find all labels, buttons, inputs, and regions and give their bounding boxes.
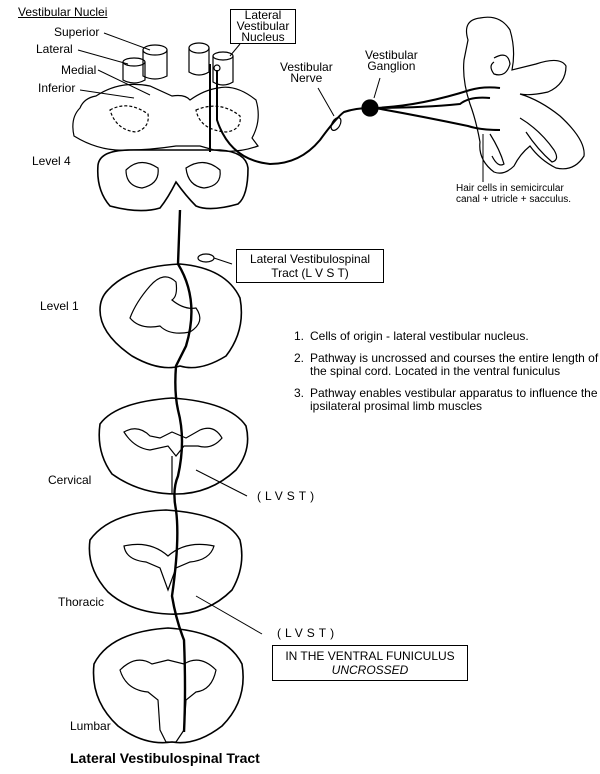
nucleus-label-inferior: Inferior	[38, 81, 76, 95]
label-line: canal + utricle + sacculus.	[456, 194, 572, 205]
label-line: Vestibular	[365, 48, 418, 62]
box-line: Tract (L V S T)	[271, 266, 349, 280]
notes-list: 1. Cells of origin - lateral vestibular …	[294, 330, 600, 422]
box-line-uncrossed: UNCROSSED	[331, 663, 409, 677]
lvst-label-thoracic: (LVST)	[277, 626, 339, 640]
lvst-ring	[197, 253, 215, 263]
level-label-thoracic: Thoracic	[58, 595, 105, 609]
hair-cells-label: Hair cells in semicircular canal + utric…	[456, 183, 571, 205]
note-item: 1. Cells of origin - lateral vestibular …	[294, 330, 600, 343]
nucleus-label-lateral: Lateral	[36, 42, 73, 56]
nucleus-label-superior: Superior	[54, 25, 100, 39]
nerve-leader	[317, 87, 335, 117]
vestibular-ganglion-label: Vestibular Ganglion	[365, 48, 418, 73]
label-line: Vestibular	[280, 60, 333, 74]
note-number: 2.	[294, 351, 305, 365]
lvst-box-leader	[213, 257, 233, 265]
label-line: Ganglion	[367, 59, 416, 73]
inner-ear-labyrinth	[463, 16, 585, 174]
nucleus-label-medial: Medial	[61, 63, 97, 77]
note-number: 1.	[294, 329, 305, 343]
note-text: Pathway enables vestibular apparatus to …	[310, 386, 598, 413]
nuclei-cylinders-right	[188, 42, 234, 86]
box-line: Nucleus	[241, 30, 285, 44]
box-line: Lateral	[244, 8, 282, 22]
level-label-cervical: Cervical	[48, 473, 92, 487]
level-label-level1: Level 1	[40, 299, 79, 313]
box-line: Vestibular	[236, 19, 290, 33]
nerve-ring	[330, 117, 342, 131]
lvst-label-box: Lateral Vestibulospinal Tract (L V S T)	[236, 249, 384, 283]
ganglion-leader	[373, 77, 381, 99]
vestibular-nerve-label: Vestibular Nerve	[280, 60, 333, 85]
note-item: 2. Pathway is uncrossed and courses the …	[294, 352, 600, 378]
box-line: Lateral Vestibulospinal	[249, 252, 371, 266]
box-line: IN THE VENTRAL FUNICULUS	[285, 649, 455, 663]
note-item: 3. Pathway enables vestibular apparatus …	[294, 387, 600, 413]
vestibular-ganglion-node	[361, 99, 379, 117]
lvst-label-cervical: (LVST)	[257, 489, 319, 503]
nuclei-leader-lines	[77, 32, 241, 99]
note-text: Pathway is uncrossed and courses the ent…	[310, 351, 599, 378]
spinal-section-lumbar	[92, 627, 244, 744]
lateral-vestibular-nucleus-box: Lateral Vestibular Nucleus	[230, 9, 296, 44]
spinal-section-thoracic	[88, 509, 243, 615]
label-line: Nerve	[290, 71, 323, 85]
spinal-section-cervical	[98, 397, 249, 495]
lvst-leader-thoracic	[195, 595, 263, 635]
nuclei-cylinders-left	[122, 44, 168, 84]
diagram-title: Lateral Vestibulospinal Tract	[70, 750, 260, 766]
note-number: 3.	[294, 386, 305, 400]
note-text: Cells of origin - lateral vestibular nuc…	[310, 329, 529, 343]
lvst-leader-cervical	[195, 469, 248, 497]
spinal-section-level1	[99, 263, 243, 369]
brainstem-section	[72, 83, 259, 212]
level-label-level4: Level 4	[32, 154, 71, 168]
level-label-lumbar: Lumbar	[70, 719, 111, 733]
label-line: Hair cells in semicircular	[456, 183, 564, 194]
vestibular-nuclei-heading: Vestibular Nuclei	[18, 5, 108, 19]
lvst-fiber	[170, 209, 193, 733]
vestibular-nerve-path	[209, 64, 501, 166]
ventral-funiculus-box: IN THE VENTRAL FUNICULUS UNCROSSED	[272, 645, 468, 681]
